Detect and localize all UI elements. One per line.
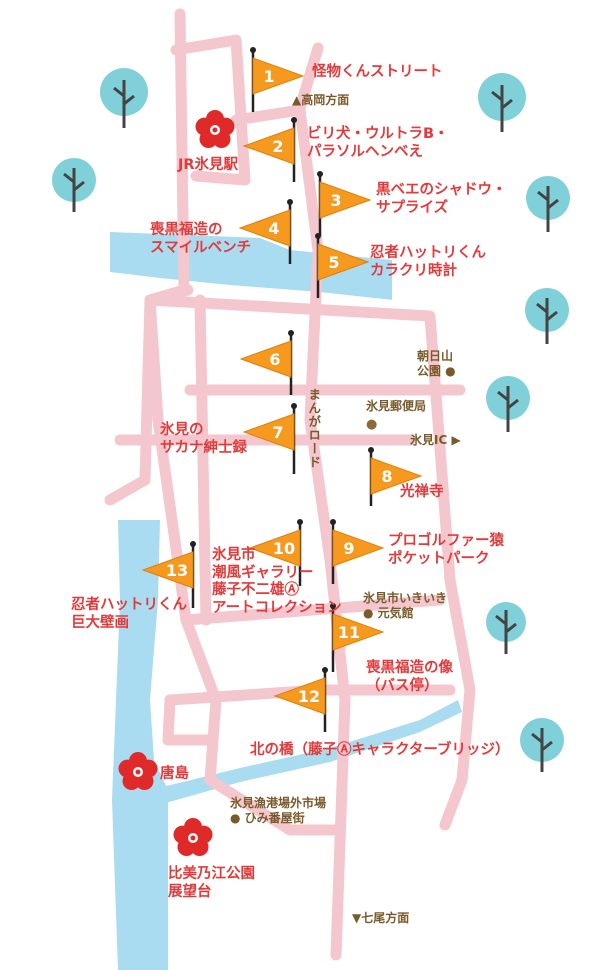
spot-flag-12: 12 xyxy=(273,667,328,732)
spot-number: 8 xyxy=(381,467,392,486)
spot-number: 6 xyxy=(269,350,280,369)
flag-pennant xyxy=(319,181,372,219)
asahiyama-park-label: 朝日山 公園 ● xyxy=(417,349,456,378)
manga-road-label: まんがロード xyxy=(306,388,322,469)
spot-flag-9: 9 xyxy=(330,519,385,584)
nanao-direction: ▼七尾方面 xyxy=(352,911,410,925)
spot-label-3: 黒ベエのシャドウ・ サプライズ xyxy=(376,182,507,216)
fish-market-label: 氷見漁港場外市場 ● ひみ番屋街 xyxy=(230,796,327,825)
spot-label-1: 怪物くんストリート xyxy=(312,64,443,80)
flag-pole-knob xyxy=(368,447,374,453)
spot-number: 3 xyxy=(330,191,341,210)
spot-flag-13: 13 xyxy=(141,541,196,608)
flag-pennant xyxy=(273,677,326,715)
flag-pole-knob xyxy=(330,603,336,609)
flag-pennant xyxy=(332,613,385,651)
flag-pole-knob xyxy=(291,403,297,409)
post-office-label: 氷見郵便局 xyxy=(366,399,427,413)
flag-pole-knob xyxy=(315,233,321,239)
flag-pennant xyxy=(332,529,385,567)
flag-pole-knob xyxy=(288,330,294,336)
flag-pole-knob xyxy=(322,667,328,673)
flag-pennant xyxy=(238,209,291,247)
spot-number: 1 xyxy=(263,67,274,86)
genki-hall-label: 氷見市いきいき ● 元気館 xyxy=(363,591,448,620)
flower-landmark-icon xyxy=(118,752,158,790)
himi-ic-direction: 氷見IC ▶ xyxy=(410,433,461,447)
flag-pennant xyxy=(317,243,370,281)
spot-flag-8: 8 xyxy=(368,447,423,506)
spot-number: 2 xyxy=(272,137,283,156)
flag-pole-knob xyxy=(297,519,303,525)
tree-icon xyxy=(525,288,569,344)
spot-label-2: ビリ犬・ウルトラB・ パラソルヘンベえ xyxy=(307,126,449,160)
flag-pole-knob xyxy=(250,47,256,53)
flag-pole-knob xyxy=(317,171,323,177)
spot-number: 9 xyxy=(343,539,354,558)
flag-pole-knob xyxy=(330,519,336,525)
spot-label-4: 喪黒福造の スマイルベンチ xyxy=(150,222,252,256)
spot-number: 13 xyxy=(166,561,188,580)
flag-pennant xyxy=(370,457,423,495)
flag-pennant xyxy=(252,57,305,95)
takaoka-direction: ▲高岡方面 xyxy=(292,93,350,107)
bridge-label: 北の橋（藤子Ⓐキャラクターブリッジ） xyxy=(250,742,510,758)
spot-label-8: 光禅寺 xyxy=(400,484,444,500)
karashima-label: 唐島 xyxy=(160,766,189,782)
flag-pole-knob xyxy=(287,199,293,205)
jr-station-label: JR氷見駅 xyxy=(178,157,239,173)
tree-icon xyxy=(520,718,564,772)
flower-landmark-icon xyxy=(173,818,213,856)
tree-icon xyxy=(486,376,530,432)
spot-label-13: 忍者ハットリくん 巨大壁画 xyxy=(71,597,187,631)
flag-pole-knob xyxy=(291,117,297,123)
flag-pennant xyxy=(141,551,194,589)
flower-landmark-icon xyxy=(195,110,235,148)
tree-icon xyxy=(486,602,526,654)
spot-number: 11 xyxy=(338,623,360,642)
spot-number: 10 xyxy=(273,539,295,558)
park-view-label: 比美乃江公園 展望台 xyxy=(168,866,255,900)
tree-icon xyxy=(100,68,148,128)
flag-pennant xyxy=(242,127,295,165)
spot-number: 5 xyxy=(328,253,339,272)
spot-flag-6: 6 xyxy=(239,330,294,395)
flag-pole-knob xyxy=(190,541,196,547)
spot-flag-7: 7 xyxy=(242,403,297,474)
spot-flag-2: 2 xyxy=(242,117,297,182)
spot-label-5: 忍者ハットリくん カラクリ時計 xyxy=(370,245,486,279)
spot-label-7: 氷見の サカナ紳士録 xyxy=(160,422,247,456)
spot-label-9: プロゴルファー猿 ポケットパーク xyxy=(388,533,504,567)
flag-pennant xyxy=(248,529,301,567)
flag-pennant xyxy=(239,340,292,378)
post-office-dot-icon: ● xyxy=(366,417,378,432)
tree-icon xyxy=(478,73,526,132)
spot-number: 12 xyxy=(298,687,320,706)
flag-pennant xyxy=(242,413,295,451)
spot-flag-3: 3 xyxy=(317,171,372,236)
tree-icon xyxy=(526,176,570,232)
spot-flag-5: 5 xyxy=(315,233,370,298)
spot-number: 4 xyxy=(268,219,279,238)
tree-icon xyxy=(52,158,96,212)
spot-flag-11: 11 xyxy=(330,603,385,672)
spot-number: 7 xyxy=(272,423,283,442)
spot-label-12: 喪黒福造の像 （バス停） xyxy=(366,660,453,694)
spot-label-10: 氷見市 潮風ギャラリー 藤子不二雄Ⓐ アートコレクション xyxy=(212,547,342,617)
spot-flag-4: 4 xyxy=(238,199,293,264)
spot-flag-10: 10 xyxy=(248,519,303,586)
spot-flag-1: 1 xyxy=(250,47,305,112)
